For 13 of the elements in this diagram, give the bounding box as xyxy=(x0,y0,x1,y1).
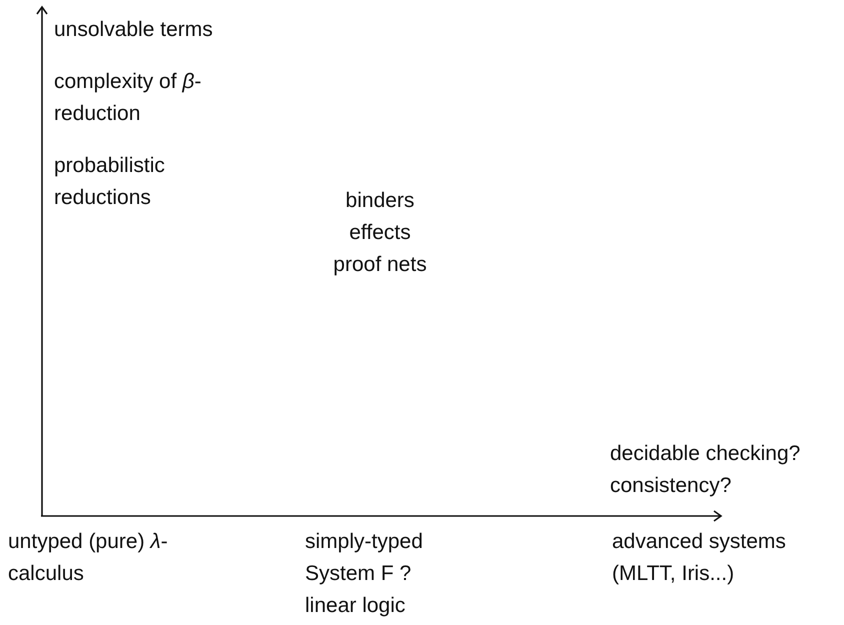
topic-label: decidable checking? xyxy=(610,441,800,467)
category-label: advanced systems (MLTT, Iris...) xyxy=(612,529,787,587)
topic-label: probabilistic reductions xyxy=(54,153,166,211)
topic-label: proof nets xyxy=(332,252,428,278)
topic-label: consistency? xyxy=(610,473,732,499)
category-label: untyped (pure) λ-calculus xyxy=(8,529,169,587)
topic-label: complexity of β-reduction xyxy=(54,69,202,127)
topic-label: unsolvable terms xyxy=(54,17,213,43)
category-label: System F ? xyxy=(305,561,412,587)
topic-label: effects xyxy=(348,220,412,246)
topic-label: binders xyxy=(344,188,416,214)
category-label: simply-typed xyxy=(305,529,423,555)
category-label: linear logic xyxy=(305,593,406,619)
